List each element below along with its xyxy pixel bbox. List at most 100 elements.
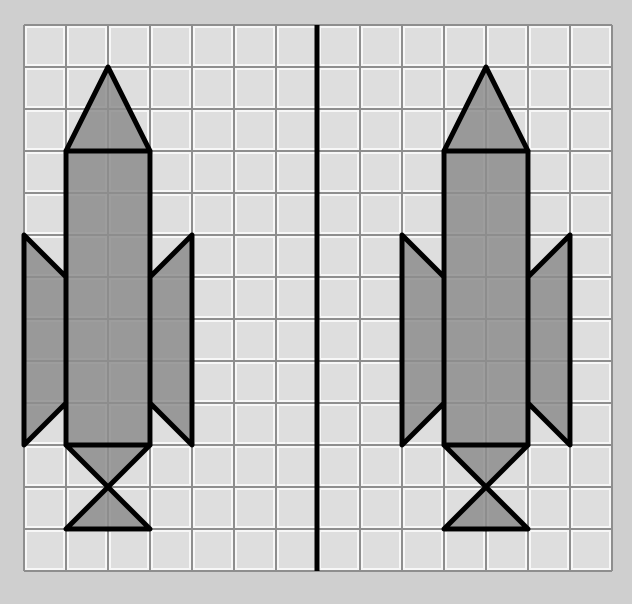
grid-cell bbox=[153, 28, 189, 64]
grid-cell bbox=[447, 28, 483, 64]
grid-cell bbox=[27, 154, 63, 190]
grid-cell bbox=[237, 280, 273, 316]
grid-cell bbox=[27, 70, 63, 106]
grid-cell bbox=[321, 28, 357, 64]
grid-cell bbox=[531, 448, 567, 484]
grid-cell bbox=[279, 70, 315, 106]
grid-cell bbox=[363, 196, 399, 232]
grid-cell bbox=[279, 406, 315, 442]
grid-cell bbox=[237, 448, 273, 484]
grid-cell bbox=[363, 70, 399, 106]
grid-cell bbox=[195, 280, 231, 316]
grid-cell bbox=[279, 532, 315, 568]
grid-cell bbox=[405, 532, 441, 568]
grid-cell bbox=[153, 154, 189, 190]
grid-cell bbox=[405, 154, 441, 190]
grid-cell bbox=[531, 154, 567, 190]
grid-cell bbox=[321, 532, 357, 568]
grid-cell bbox=[279, 448, 315, 484]
rocket-right-body bbox=[444, 151, 528, 445]
grid-cell bbox=[195, 364, 231, 400]
grid-cell bbox=[363, 238, 399, 274]
grid-cell bbox=[321, 406, 357, 442]
grid-cell bbox=[321, 280, 357, 316]
grid-cell bbox=[237, 154, 273, 190]
grid-cell bbox=[321, 364, 357, 400]
grid-cell bbox=[195, 490, 231, 526]
grid-cell bbox=[279, 238, 315, 274]
grid-cell bbox=[321, 154, 357, 190]
grid-cell bbox=[237, 196, 273, 232]
grid-cell bbox=[573, 196, 609, 232]
grid-cell bbox=[363, 448, 399, 484]
grid-cell bbox=[531, 196, 567, 232]
grid-cell bbox=[573, 70, 609, 106]
grid-cell bbox=[573, 532, 609, 568]
grid-cell bbox=[363, 490, 399, 526]
grid-cell bbox=[405, 28, 441, 64]
grid-cell bbox=[111, 28, 147, 64]
grid-cell bbox=[237, 406, 273, 442]
grid-cell bbox=[69, 532, 105, 568]
grid-cell bbox=[195, 112, 231, 148]
grid-cell bbox=[321, 322, 357, 358]
grid-cell bbox=[279, 490, 315, 526]
grid-cell bbox=[69, 28, 105, 64]
grid-cell bbox=[195, 196, 231, 232]
grid-cell bbox=[321, 196, 357, 232]
grid-cell bbox=[321, 112, 357, 148]
grid-cell bbox=[405, 196, 441, 232]
grid-cell bbox=[195, 154, 231, 190]
grid-cell bbox=[489, 28, 525, 64]
grid-cell bbox=[279, 112, 315, 148]
grid-cell bbox=[195, 238, 231, 274]
grid-cell bbox=[531, 532, 567, 568]
grid-cell bbox=[237, 490, 273, 526]
grid-cell bbox=[573, 364, 609, 400]
grid-cell bbox=[531, 490, 567, 526]
grid-cell bbox=[195, 448, 231, 484]
grid-cell bbox=[321, 70, 357, 106]
grid-cell bbox=[153, 532, 189, 568]
grid-cell bbox=[195, 70, 231, 106]
grid-cell bbox=[279, 364, 315, 400]
grid-cell bbox=[195, 28, 231, 64]
grid-cell bbox=[153, 70, 189, 106]
grid-cell bbox=[27, 28, 63, 64]
grid-cell bbox=[279, 196, 315, 232]
grid-cell bbox=[405, 490, 441, 526]
grid-cell bbox=[27, 532, 63, 568]
grid-cell bbox=[237, 322, 273, 358]
grid-cell bbox=[237, 238, 273, 274]
grid-cell bbox=[573, 28, 609, 64]
grid-cell bbox=[27, 196, 63, 232]
grid-cell bbox=[447, 532, 483, 568]
rocket-left-body bbox=[66, 151, 150, 445]
grid-cell bbox=[279, 280, 315, 316]
grid-cell bbox=[321, 490, 357, 526]
grid-cell bbox=[531, 70, 567, 106]
grid-cell bbox=[153, 448, 189, 484]
grid-cell bbox=[405, 112, 441, 148]
grid-cell bbox=[363, 406, 399, 442]
grid-cell bbox=[405, 70, 441, 106]
grid-cell bbox=[573, 280, 609, 316]
grid-cell bbox=[153, 196, 189, 232]
grid-cell bbox=[363, 322, 399, 358]
grid-cell bbox=[237, 364, 273, 400]
grid-cell bbox=[573, 154, 609, 190]
grid-cell bbox=[573, 322, 609, 358]
grid-cell bbox=[279, 154, 315, 190]
grid-cell bbox=[27, 112, 63, 148]
grid-cell bbox=[363, 364, 399, 400]
grid-cell bbox=[363, 154, 399, 190]
grid-cell bbox=[279, 322, 315, 358]
grid-cell bbox=[573, 490, 609, 526]
grid-cell bbox=[363, 280, 399, 316]
grid-cell bbox=[111, 532, 147, 568]
grid-cell bbox=[153, 112, 189, 148]
grid-cell bbox=[237, 70, 273, 106]
grid-cell bbox=[573, 406, 609, 442]
grid-cell bbox=[279, 28, 315, 64]
grid-cell bbox=[27, 448, 63, 484]
